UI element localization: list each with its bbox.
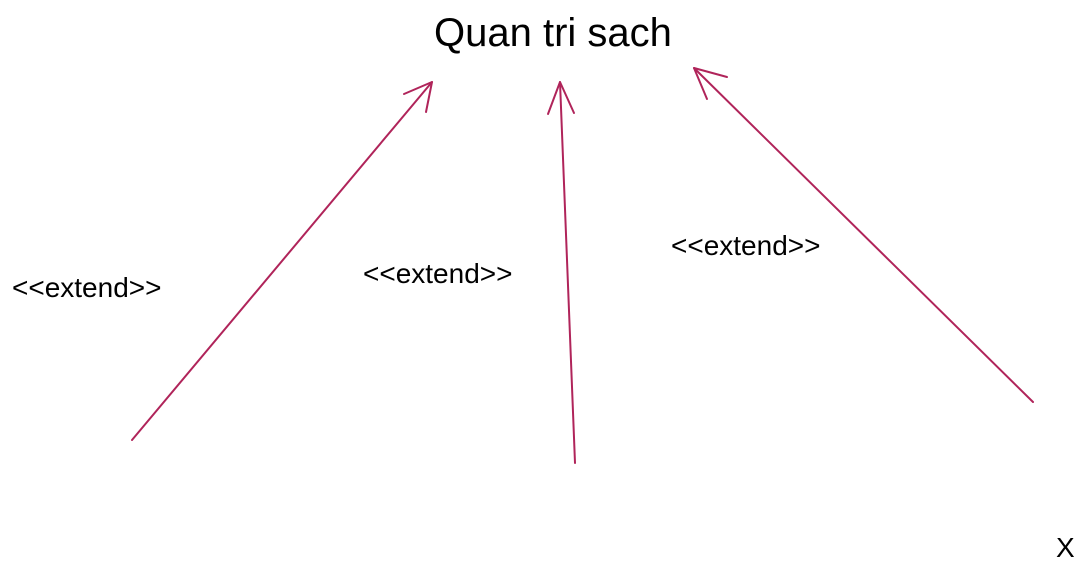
- corner-label: X: [1056, 532, 1075, 563]
- extend-stereotype-label-right: <<extend>>: [671, 230, 821, 261]
- extend-arrow-middle[interactable]: [547, 81, 576, 464]
- use-case-quan-tri-sach[interactable]: Quan tri sach: [434, 11, 672, 55]
- extend-stereotype-label-middle: <<extend>>: [363, 258, 513, 289]
- extend-arrow-right[interactable]: [693, 67, 1034, 403]
- extend-stereotype-label-left: <<extend>>: [12, 272, 162, 303]
- extend-arrow-left[interactable]: [131, 81, 433, 441]
